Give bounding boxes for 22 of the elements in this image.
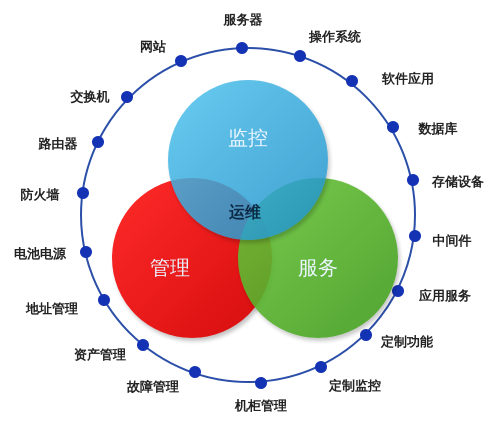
item-label: 定制功能 [381,334,433,351]
circle-title: 服务 [298,254,338,282]
item-label: 路由器 [38,136,78,153]
item-label: 网站 [140,39,166,56]
item-label: 应用服务 [419,288,471,305]
item-label: 存储设备 [432,174,484,191]
item-label: 数据库 [418,120,458,138]
item-label: 定制监控 [329,378,381,395]
item-label: 服务器 [224,12,262,29]
overlap-label: 运维 [229,202,261,224]
item-label: 交换机 [70,88,110,106]
item-label: 资产管理 [74,346,126,364]
item-label: 机柜管理 [235,398,287,415]
item-label: 故障管理 [127,378,179,396]
item-label: 操作系统 [309,28,361,46]
item-label: 中间件 [432,233,472,250]
item-label: 防火墙 [20,187,60,204]
circle-title: 管理 [150,254,190,282]
item-label: 软件应用 [382,70,434,88]
circle-title: 监控 [228,124,268,152]
item-label: 地址管理 [26,301,78,318]
item-label: 电池电源 [14,246,66,263]
